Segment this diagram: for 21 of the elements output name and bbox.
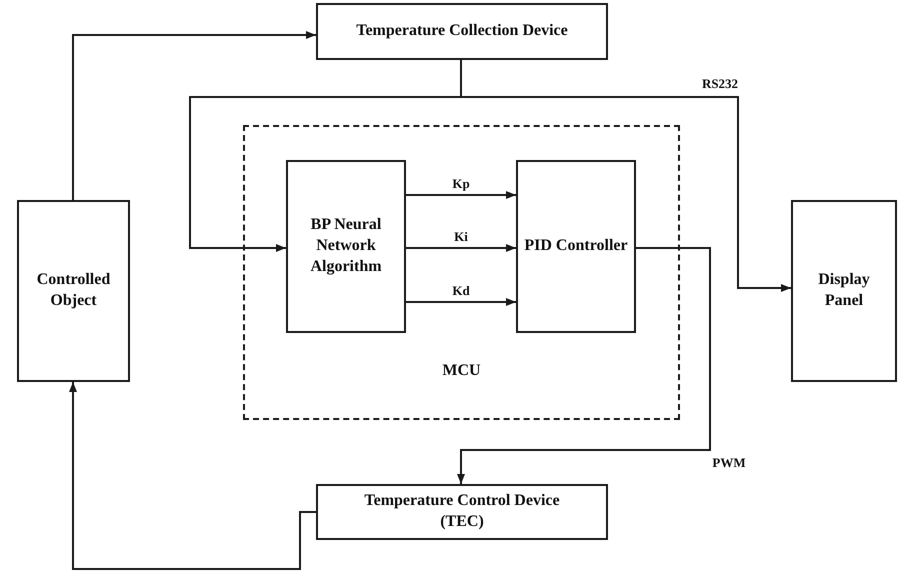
- box-label: BP Neural Network Algorithm: [309, 215, 383, 277]
- box-label: MCU: [442, 361, 481, 382]
- box-label: (TEC): [440, 512, 484, 532]
- dashed-group-box: [243, 125, 680, 420]
- box-label: Controlled Object: [36, 270, 112, 311]
- arrow: [406, 191, 516, 199]
- process-box: [516, 160, 636, 333]
- arrow: [69, 382, 316, 570]
- box-label: PID Controller: [524, 236, 628, 256]
- process-box: [791, 200, 897, 382]
- arrow: [72, 31, 316, 200]
- arrow: [406, 244, 516, 252]
- process-box: [316, 3, 608, 60]
- process-box: [17, 200, 130, 382]
- box-label: Temperature Collection Device: [356, 21, 568, 42]
- box-label: Temperature Control Device: [364, 491, 560, 512]
- arrow: [457, 247, 711, 484]
- process-box: [316, 484, 608, 540]
- process-box: [286, 160, 406, 333]
- box-label: Display Panel: [817, 270, 871, 311]
- arrow: [406, 298, 516, 306]
